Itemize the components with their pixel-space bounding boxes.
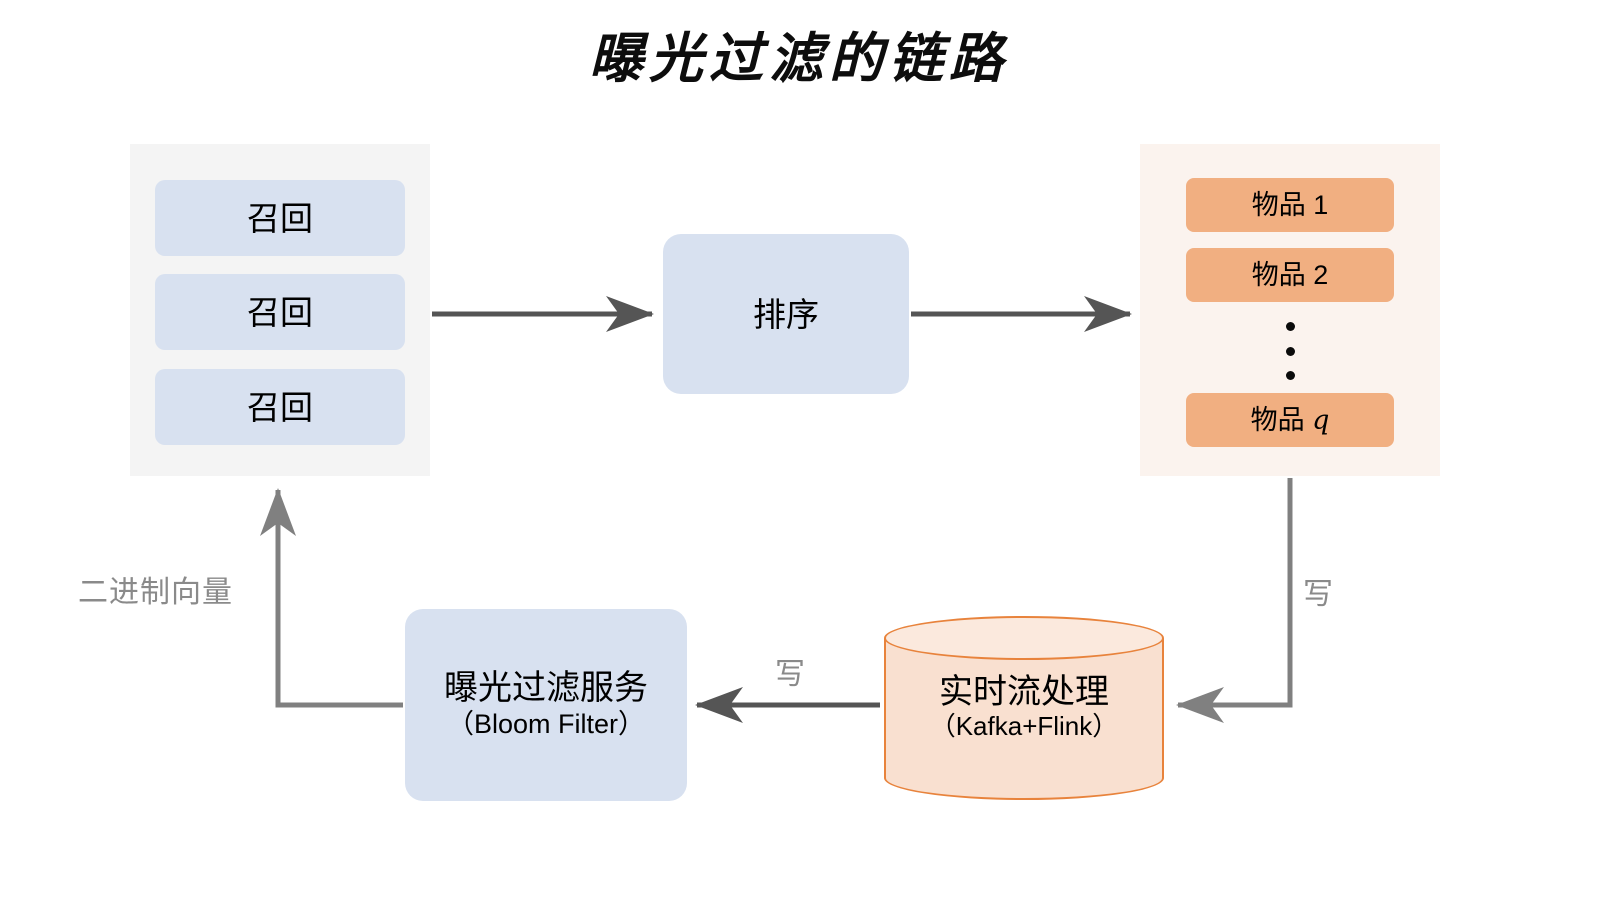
item-box-2[interactable]: 物品 2 bbox=[1186, 248, 1394, 302]
edge-items-to-stream bbox=[1175, 478, 1293, 723]
edge-label-write-middle: 写 bbox=[775, 658, 805, 691]
edge-label-write-right: 写 bbox=[1303, 578, 1333, 611]
bloom-filter-service-subtitle: （Bloom Filter） bbox=[446, 708, 646, 739]
stream-processing-node[interactable]: 实时流处理 （Kafka+Flink） bbox=[884, 616, 1164, 800]
item-box-label: 物品 2 bbox=[1251, 259, 1329, 290]
item-box-q[interactable]: 物品 q bbox=[1186, 393, 1394, 447]
cylinder-body-shape bbox=[884, 638, 1164, 778]
edge-bloom-to-recall bbox=[260, 487, 403, 708]
recall-box-3[interactable]: 召回 bbox=[155, 369, 405, 445]
page-title: 曝光过滤的链路 bbox=[589, 26, 1009, 90]
recall-box-label: 召回 bbox=[247, 199, 313, 237]
vertical-ellipsis-icon bbox=[1186, 322, 1394, 380]
stream-processing-title: 实时流处理 bbox=[939, 672, 1109, 711]
item-box-label: 物品 q bbox=[1250, 404, 1330, 436]
cylinder-top-ellipse bbox=[884, 616, 1164, 660]
bloom-filter-service-title: 曝光过滤服务 bbox=[444, 669, 648, 708]
rank-node-label: 排序 bbox=[753, 295, 819, 333]
recall-box-label: 召回 bbox=[247, 388, 313, 426]
recall-box-1[interactable]: 召回 bbox=[155, 180, 405, 256]
bloom-filter-service-node[interactable]: 曝光过滤服务 （Bloom Filter） bbox=[405, 609, 687, 801]
stream-processing-subtitle: （Kafka+Flink） bbox=[929, 711, 1119, 742]
item-box-label: 物品 1 bbox=[1251, 189, 1329, 220]
recall-box-label: 召回 bbox=[247, 293, 313, 331]
recall-box-2[interactable]: 召回 bbox=[155, 274, 405, 350]
stream-processing-text: 实时流处理 （Kafka+Flink） bbox=[884, 616, 1164, 800]
edge-label-binary-vector: 二进制向量 bbox=[78, 576, 233, 609]
rank-node[interactable]: 排序 bbox=[663, 234, 909, 394]
item-box-1[interactable]: 物品 1 bbox=[1186, 178, 1394, 232]
